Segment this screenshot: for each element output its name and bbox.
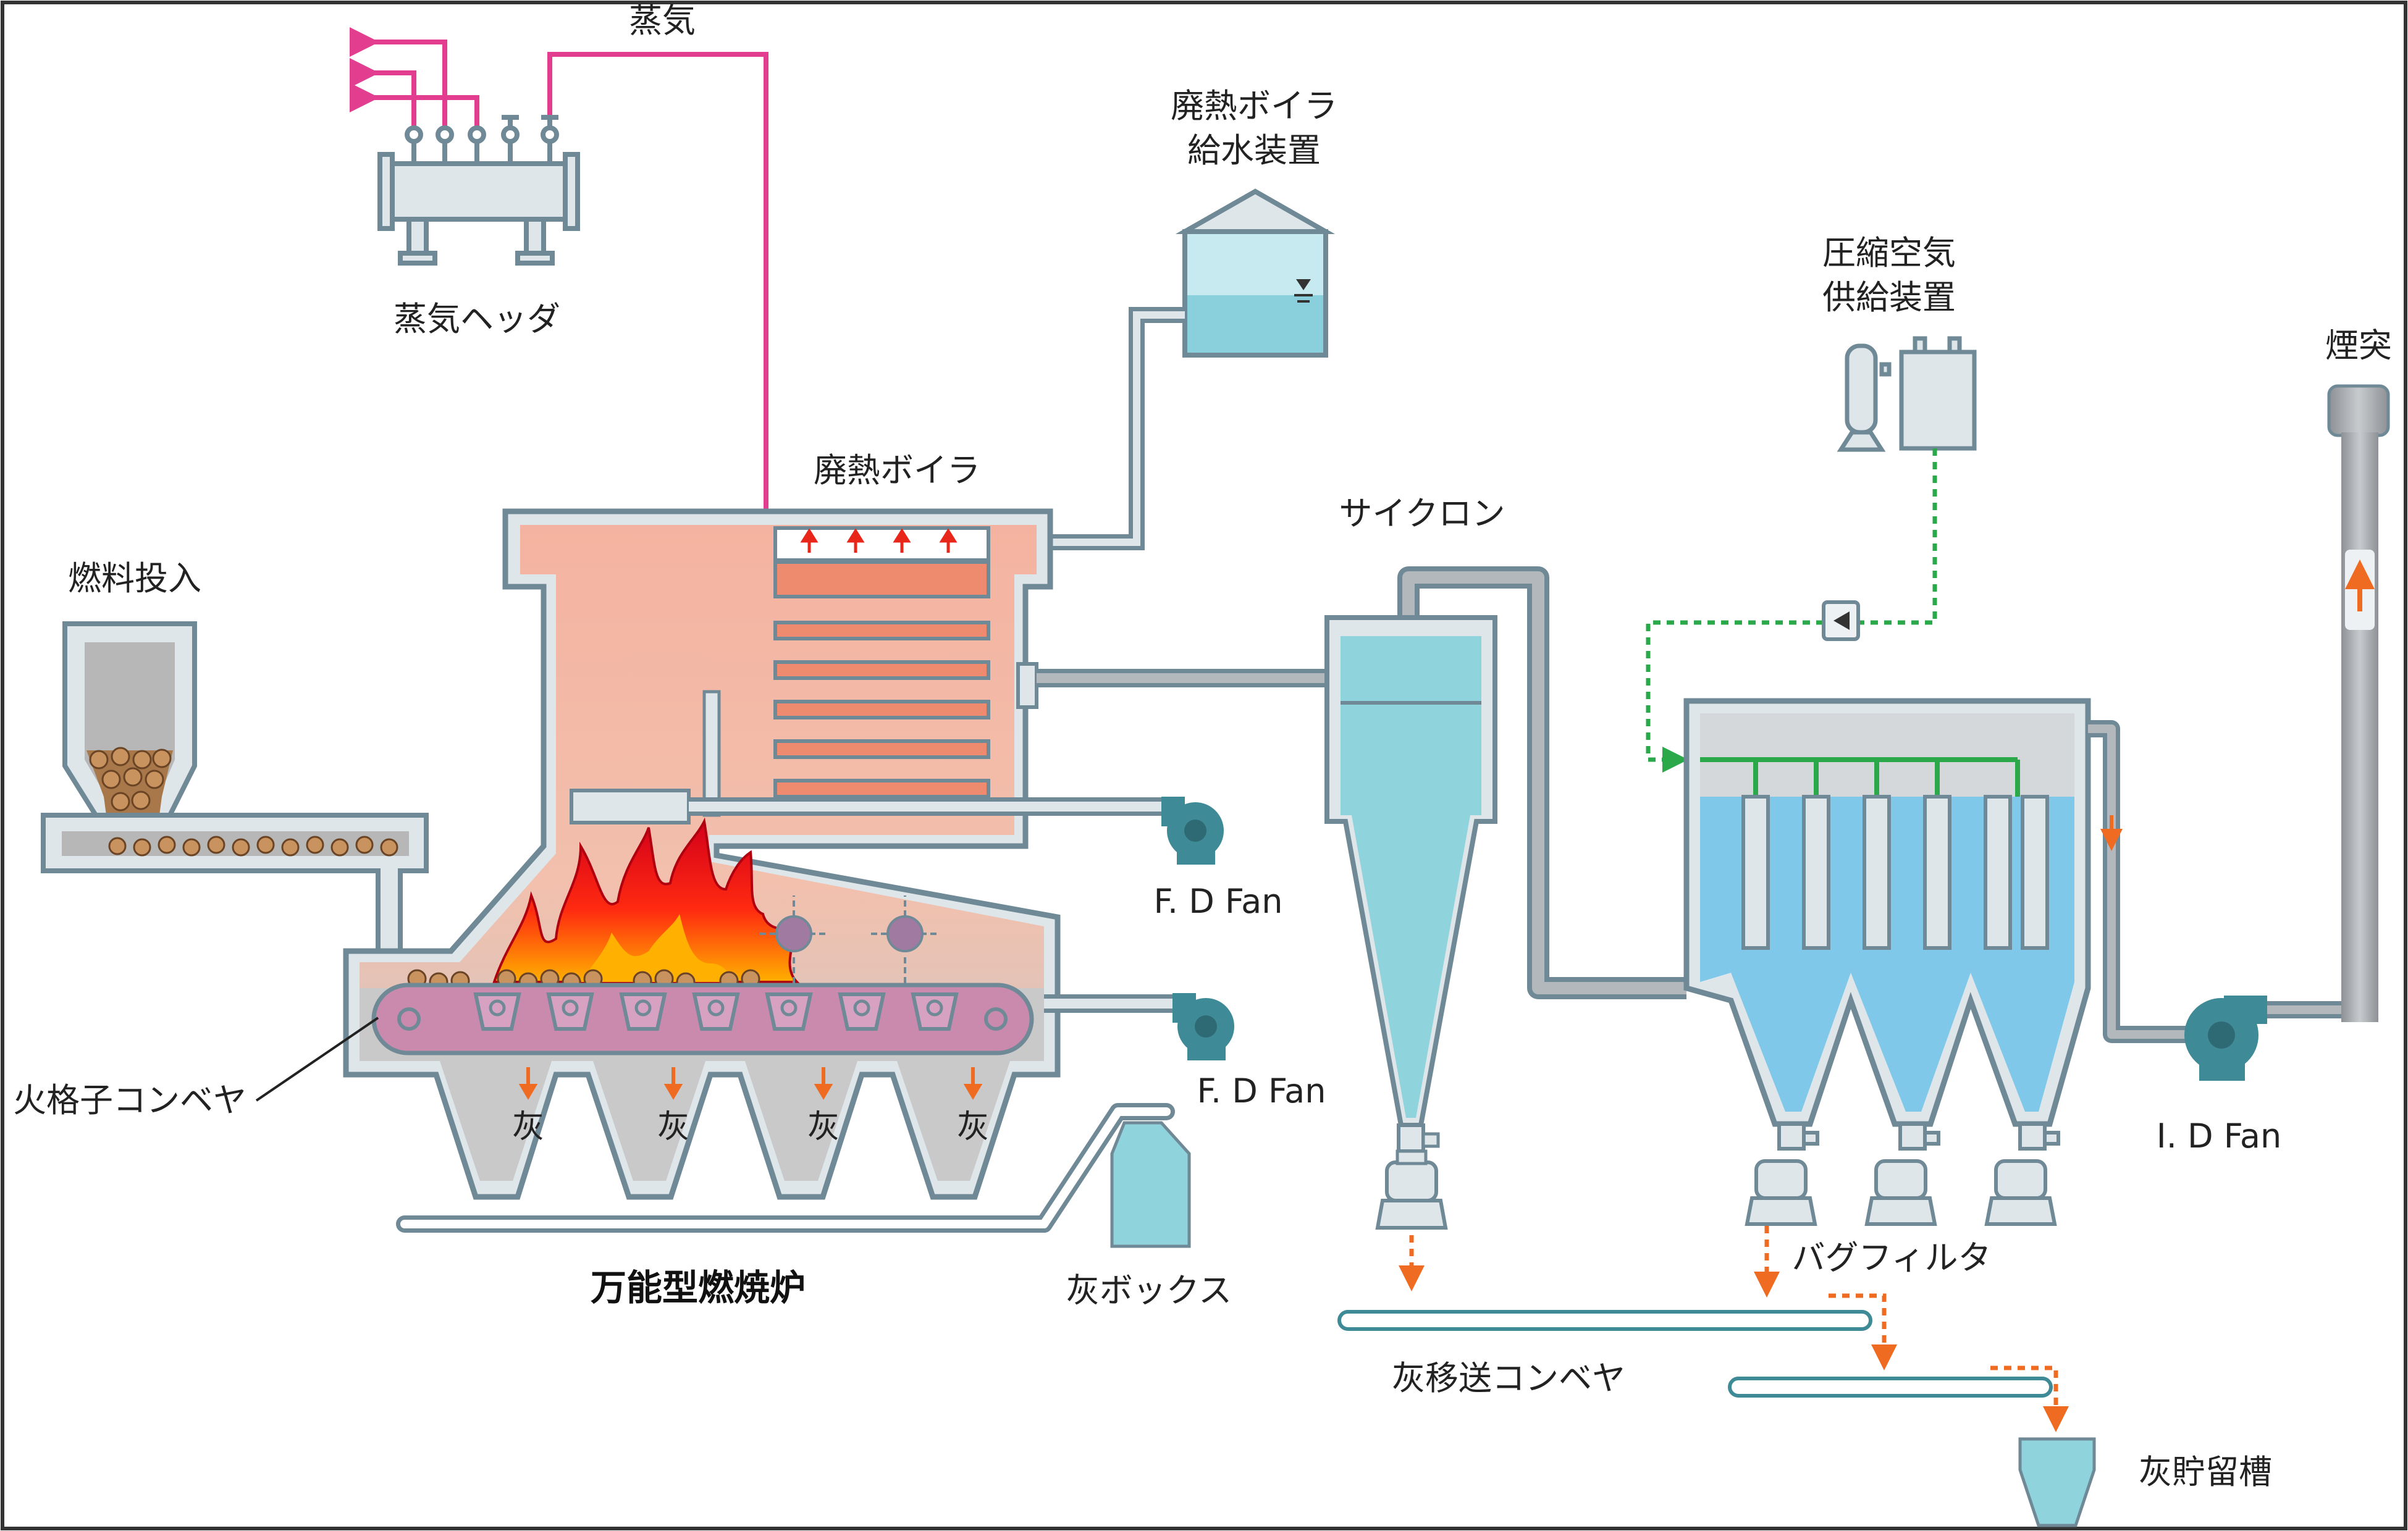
label-feedwater-line2: 給水装置 [1187, 131, 1321, 170]
label-fuel-input: 燃料投入 [68, 559, 201, 598]
check-valve [1822, 600, 1860, 641]
boiler-heat-arrows [800, 528, 958, 553]
label-fd-fan-lower: F. D Fan [1197, 1072, 1326, 1110]
label-waste-heat-boiler: 廃熱ボイラ [814, 451, 980, 490]
label-main-title: 万能型燃焼炉 [591, 1267, 806, 1309]
air-ducts [689, 669, 1325, 1013]
steam-header [377, 115, 580, 266]
label-compressed-air-line2: 供給装置 [1822, 278, 1956, 317]
grate-conveyor [371, 983, 1034, 1055]
feedwater-tank [1044, 188, 1336, 550]
ash-box-conveyor [396, 1103, 1175, 1233]
boiler-tubes [773, 526, 1038, 799]
label-ash-transfer-conveyor: 灰移送コンベヤ [1392, 1359, 1625, 1398]
label-ash-4: 灰 [957, 1109, 989, 1146]
label-ash-1: 灰 [512, 1109, 544, 1146]
label-steam: 蒸気 [629, 1, 696, 40]
chimney [2327, 384, 2390, 1022]
label-compressed-air-line1: 圧縮空気 [1822, 233, 1956, 272]
steam-lines [350, 27, 768, 511]
ash-fall-arrows [518, 1067, 983, 1100]
label-steam-header: 蒸気ヘッダ [394, 300, 560, 338]
compressed-air-supply [1837, 336, 1977, 452]
ash-transfer-arrows [1399, 1226, 2069, 1432]
label-grate-conveyor: 火格子コンベヤ [13, 1081, 246, 1120]
burner-nozzle [570, 789, 691, 824]
ash-transfer-conveyors [1337, 1310, 2053, 1398]
fd-fan-lower [1172, 993, 1234, 1060]
label-ash-box: 灰ボックス [1066, 1271, 1232, 1310]
fd-fan-upper [1161, 797, 1224, 865]
label-chimney: 煙突 [2325, 326, 2392, 365]
label-feedwater-line1: 廃熱ボイラ [1171, 86, 1337, 125]
label-bag-filter: バグフィルタ [1792, 1238, 1992, 1277]
label-id-fan: I. D Fan [2157, 1117, 2281, 1156]
label-ash-2: 灰 [657, 1109, 689, 1146]
label-ash-storage: 灰貯留槽 [2139, 1453, 2272, 1491]
label-ash-3: 灰 [807, 1109, 840, 1146]
label-cyclone: サイクロン [1339, 494, 1505, 533]
ash-box [1110, 1121, 1191, 1248]
grate-conveyor-leader [255, 1017, 379, 1102]
bag-filter [1683, 698, 2091, 1226]
label-fd-fan-upper: F. D Fan [1154, 882, 1283, 921]
ash-storage-tank [2018, 1437, 2096, 1527]
cyclone [1324, 566, 1686, 1230]
id-fan [2184, 996, 2267, 1081]
labels: 蒸気 蒸気ヘッダ 廃熱ボイラ 給水装置 圧縮空気 供給装置 煙突 廃熱ボイラ サ… [13, 1, 2392, 1491]
flames [492, 817, 800, 983]
compressed-air-line [1646, 448, 1937, 773]
